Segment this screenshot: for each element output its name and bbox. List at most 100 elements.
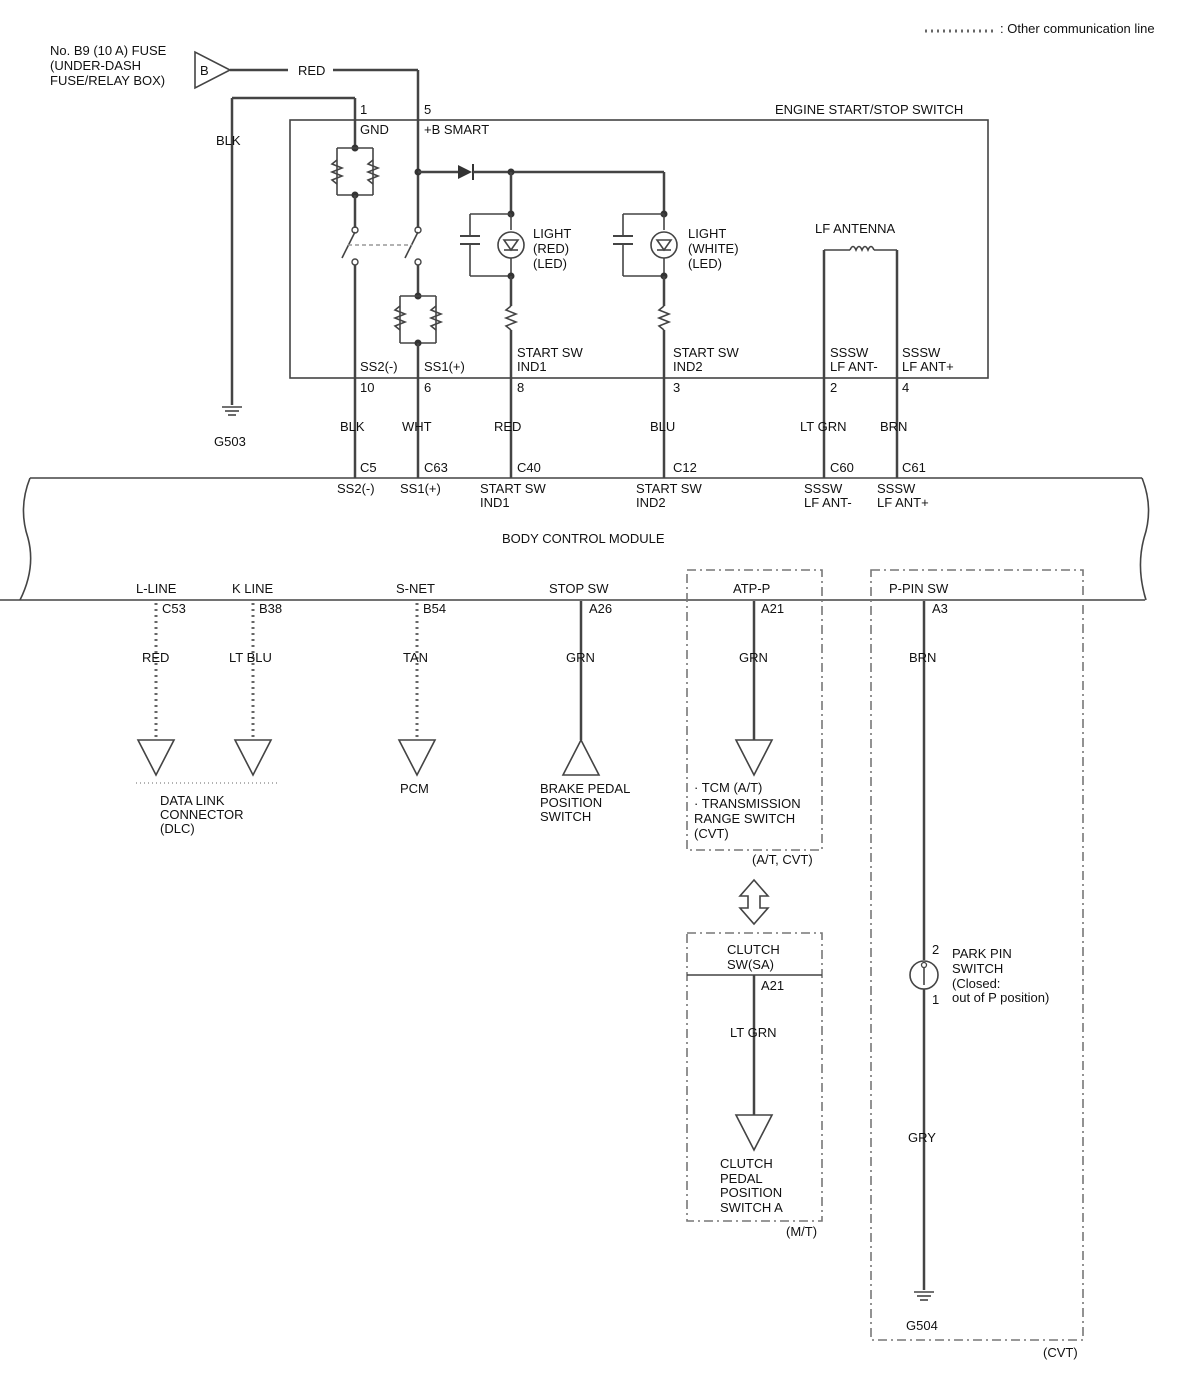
bcm-c63: C63 — [424, 460, 448, 475]
term-antm-name2: LF ANT- — [830, 359, 878, 374]
bcm-c61: C61 — [902, 460, 926, 475]
ground-g504: G504 — [906, 1318, 938, 1333]
bcm-b38: B38 — [259, 601, 282, 616]
bcm-c12: C12 — [673, 460, 697, 475]
term-ind1-pin: 8 — [517, 380, 524, 395]
wire-red-lline: RED — [142, 650, 169, 665]
fuse-label-2: (UNDER-DASH — [50, 58, 141, 73]
bcm-c60-name2: LF ANT- — [804, 495, 852, 510]
tcm-label-1: · TCM (A/T) — [694, 780, 762, 795]
wire-ltblu-kline: LT BLU — [229, 650, 272, 665]
led-white-label-3: (LED) — [688, 256, 722, 271]
clutch-device-4: SWITCH A — [720, 1200, 783, 1215]
term-antp-name: SSSW — [902, 345, 941, 360]
term-ss2-pin: 10 — [360, 380, 374, 395]
term-antp-name2: LF ANT+ — [902, 359, 954, 374]
ground-g503: G503 — [214, 434, 246, 449]
bcm-c60-name: SSSW — [804, 481, 843, 496]
term-antp-pin: 4 — [902, 380, 909, 395]
mt-option-box — [686, 932, 823, 1222]
led-red-label-3: (LED) — [533, 256, 567, 271]
wire-ltgrn-clutch: LT GRN — [730, 1025, 776, 1040]
brake-label-2: POSITION — [540, 795, 602, 810]
led-red-label-1: LIGHT — [533, 226, 571, 241]
legend-text: : Other communication line — [1000, 21, 1155, 36]
antenna-coil-icon — [824, 245, 897, 253]
brake-label-1: BRAKE PEDAL — [540, 781, 630, 796]
cvt-note: (CVT) — [1043, 1345, 1078, 1360]
dlc-connector-icon-1 — [136, 739, 176, 777]
clutch-device-2: PEDAL — [720, 1171, 763, 1186]
resistor-pair-ss1-icon — [392, 292, 444, 347]
dlc-label-2: CONNECTOR — [160, 807, 244, 822]
fuse-label-3: FUSE/RELAY BOX) — [50, 73, 165, 88]
led-red-icon — [460, 210, 525, 331]
clutch-a21: A21 — [761, 978, 784, 993]
ground-icon-g504 — [914, 1291, 934, 1301]
ground-icon — [222, 406, 242, 416]
term-ss1-pin: 6 — [424, 380, 431, 395]
pcm-label: PCM — [400, 781, 429, 796]
bcm-b54: B54 — [423, 601, 446, 616]
led-white-label-2: (WHITE) — [688, 241, 739, 256]
term-ind1-wire: RED — [494, 419, 521, 434]
pin1-number: 1 — [360, 102, 367, 117]
bcm-c12-name: START SW — [636, 481, 702, 496]
bcm-c5: C5 — [360, 460, 377, 475]
bcm-kline: K LINE — [232, 581, 274, 596]
atcvt-option-box — [686, 569, 823, 851]
park-pin-1: 1 — [932, 992, 939, 1007]
bcm-c63-name: SS1(+) — [400, 481, 441, 496]
park-label-2: SWITCH — [952, 961, 1003, 976]
bcm-snet: S-NET — [396, 581, 435, 596]
term-antm-name: SSSW — [830, 345, 869, 360]
bcm-c40-name2: IND1 — [480, 495, 510, 510]
term-ind2-name2: IND2 — [673, 359, 703, 374]
pcm-connector-icon — [397, 739, 437, 777]
pin5-name: +B SMART — [424, 122, 489, 137]
term-ind2-name: START SW — [673, 345, 739, 360]
resistor-pair-icon — [329, 144, 381, 199]
led-red-label-2: (RED) — [533, 241, 569, 256]
fuse-label-1: No. B9 (10 A) FUSE — [50, 43, 167, 58]
wire-tan-snet: TAN — [403, 650, 428, 665]
bcm-c40-name: START SW — [480, 481, 546, 496]
bcm-c61-name2: LF ANT+ — [877, 495, 929, 510]
body-control-module — [0, 477, 1150, 601]
atcvt-note: (A/T, CVT) — [752, 852, 813, 867]
clutch-title-1: CLUTCH — [727, 942, 780, 957]
term-antp-wire: BRN — [880, 419, 907, 434]
term-ss2-name: SS2(-) — [360, 359, 398, 374]
dlc-connector-icon-2 — [233, 739, 273, 777]
bcm-stopsw: STOP SW — [549, 581, 609, 596]
term-antm-wire: LT GRN — [800, 419, 846, 434]
led-white-label-1: LIGHT — [688, 226, 726, 241]
park-label-4: out of P position) — [952, 990, 1049, 1005]
tcm-label-2: · TRANSMISSION — [694, 796, 801, 811]
alternative-arrow-icon — [738, 878, 770, 926]
bcm-lline: L-LINE — [136, 581, 177, 596]
bcm-atpp: ATP-P — [733, 581, 770, 596]
mt-note: (M/T) — [786, 1224, 817, 1239]
brake-switch-connector-icon — [561, 738, 601, 776]
dlc-label-3: (DLC) — [160, 821, 195, 836]
brake-label-3: SWITCH — [540, 809, 591, 824]
park-pin-2: 2 — [932, 942, 939, 957]
bcm-ppinsw: P-PIN SW — [889, 581, 949, 596]
engine-start-stop-switch-box — [289, 119, 989, 379]
term-ss1-wire: WHT — [402, 419, 432, 434]
park-label-1: PARK PIN — [952, 946, 1012, 961]
tcm-label-3: RANGE SWITCH — [694, 811, 795, 826]
term-antm-pin: 2 — [830, 380, 837, 395]
bcm-c60: C60 — [830, 460, 854, 475]
term-ind1-name2: IND1 — [517, 359, 547, 374]
wire-gry-park: GRY — [908, 1130, 936, 1145]
gnd-wire-color: BLK — [216, 133, 241, 148]
clutch-device-1: CLUTCH — [720, 1156, 773, 1171]
park-label-3: (Closed: — [952, 976, 1000, 991]
cvt-option-box — [870, 569, 1084, 1341]
dual-switch-icon — [341, 226, 422, 266]
wire-grn-stopsw: GRN — [566, 650, 595, 665]
bcm-a21-atpp: A21 — [761, 601, 784, 616]
